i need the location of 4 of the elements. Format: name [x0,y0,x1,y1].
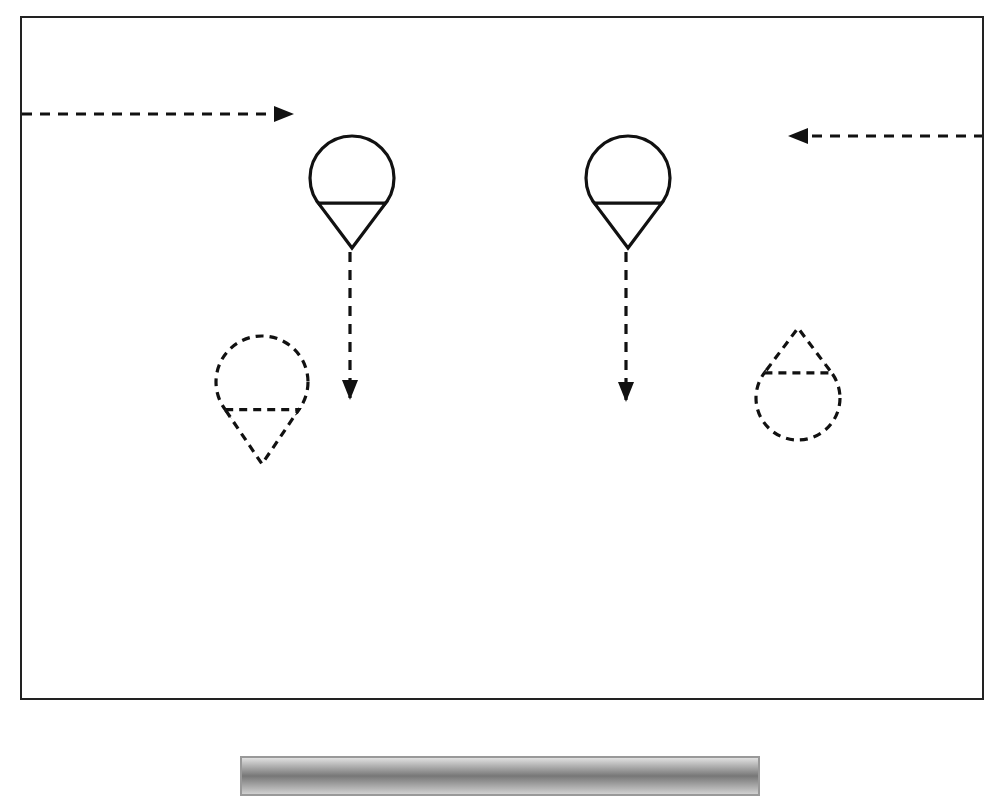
arrow [618,252,634,402]
arrow [342,252,358,400]
frame-box [20,16,984,700]
scale-bar [240,756,760,796]
